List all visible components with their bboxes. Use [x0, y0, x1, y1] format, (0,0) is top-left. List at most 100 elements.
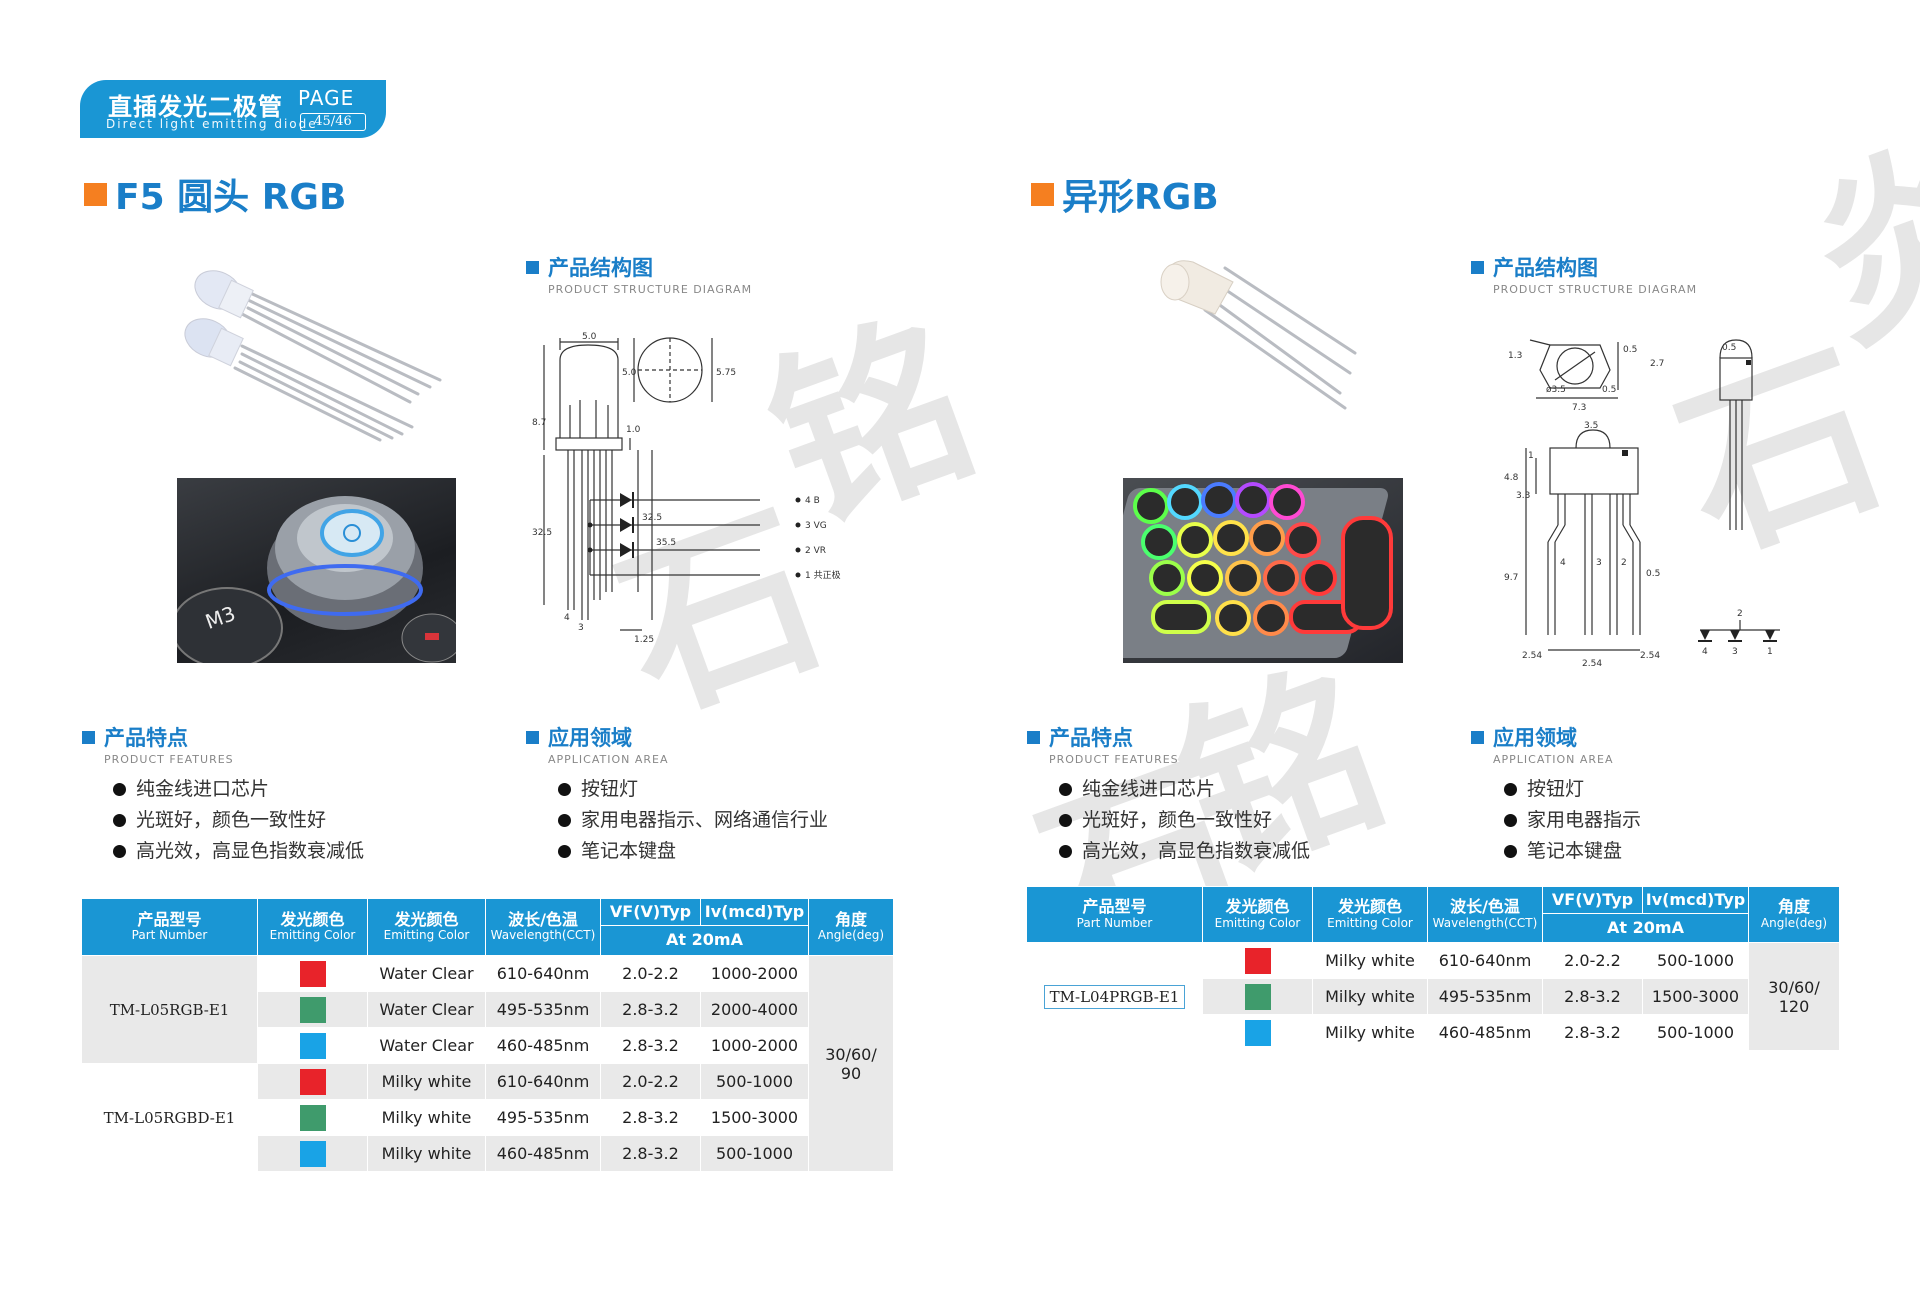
applications-heading-left: 应用领域 APPLICATION AREA — [526, 722, 669, 766]
table-row: Water Clear 460-485nm 2.8-3.2 1000-2000 — [82, 1027, 894, 1064]
pin-label: 3 — [1596, 558, 1602, 568]
dim-label: 1 — [1528, 451, 1534, 461]
bullet-icon — [113, 783, 126, 796]
bullet-icon — [1059, 783, 1072, 796]
dim-label: 1.25 — [634, 635, 654, 645]
page-header-tab: 直插发光二极管 Direct light emitting diode PAGE… — [80, 80, 386, 138]
angle-cell: 30/60/ 90 — [808, 955, 894, 1172]
list-item-text: 按钮灯 — [581, 778, 639, 800]
iv-cell: 500-1000 — [700, 1063, 809, 1100]
lens-cell: Water Clear — [367, 955, 486, 992]
table-row: Milky white 495-535nm 2.8-3.2 1500-3000 — [82, 1099, 894, 1136]
wave-cell: 610-640nm — [1427, 942, 1543, 979]
heading-text: 应用领域 — [1493, 726, 1577, 750]
vf-cell: 2.0-2.2 — [600, 1063, 701, 1100]
features-list-right: 纯金线进口芯片 光斑好，颜色一致性好 高光效，高显色指数衰减低 — [1059, 774, 1310, 867]
dim-label: 3 — [578, 623, 584, 633]
pin-label: 1 — [1767, 647, 1773, 657]
list-item-text: 光斑好，颜色一致性好 — [136, 809, 327, 831]
list-item-text: 按钮灯 — [1527, 778, 1585, 800]
bullet-icon — [558, 814, 571, 827]
col-vf: VF(V)Typ — [1542, 886, 1643, 914]
pin-label: 4 — [1702, 647, 1708, 657]
lens-cell: Milky white — [1312, 978, 1428, 1015]
dim-label: 4.8 — [1504, 473, 1519, 483]
dim-label: 0.5 — [1602, 385, 1616, 395]
pin-label: 4 B — [805, 496, 820, 506]
bullet-icon — [1059, 814, 1072, 827]
dim-label: 4 — [564, 613, 570, 623]
color-swatch — [1244, 983, 1271, 1010]
vf-cell: 2.8-3.2 — [600, 1135, 701, 1172]
dim-label: 5.0 — [622, 368, 637, 378]
heading-en: PRODUCT FEATURES — [104, 753, 234, 766]
bullet-icon — [1059, 845, 1072, 858]
bullet-icon — [558, 783, 571, 796]
pin-label: 2 VR — [805, 546, 826, 556]
table-row: Milky white 495-535nm 2.8-3.2 1500-3000 — [1027, 978, 1840, 1015]
pin-label: 2 — [1621, 558, 1627, 568]
lens-cell: Milky white — [1312, 1014, 1428, 1051]
vf-cell: 2.8-3.2 — [600, 1027, 701, 1064]
header-subtitle: Direct light emitting diode — [106, 117, 318, 131]
header-zh: 波长/色温 — [508, 909, 578, 929]
vf-cell: 2.8-3.2 — [1542, 1014, 1643, 1051]
header-zh: 角度 — [1777, 897, 1810, 917]
lens-cell: Milky white — [1312, 942, 1428, 979]
heading-text: 产品特点 — [1049, 726, 1133, 750]
col-iv: Iv(mcd)Typ — [700, 898, 809, 926]
applications-list-left: 按钮灯 家用电器指示、网络通信行业 笔记本键盘 — [558, 774, 828, 867]
heading-text: 产品结构图 — [1493, 256, 1598, 280]
iv-cell: 1000-2000 — [700, 955, 809, 992]
pin-label: 2 — [1737, 609, 1743, 619]
dim-label: 35.5 — [656, 538, 676, 548]
bullet-icon — [113, 814, 126, 827]
dim-label: 5.75 — [716, 368, 736, 378]
iv-cell: 500-1000 — [700, 1135, 809, 1172]
header-en: Angle(deg) — [1760, 915, 1828, 930]
section-title-text: F5 圆头 RGB — [115, 177, 347, 218]
iv-cell: 1000-2000 — [700, 1027, 809, 1064]
header-en: Wavelength(CCT) — [1432, 915, 1538, 930]
header-en: Wavelength(CCT) — [490, 928, 596, 943]
header-en: Angle(deg) — [817, 928, 885, 943]
led-product-photo — [180, 262, 450, 442]
heading-en: APPLICATION AREA — [548, 753, 669, 766]
list-item: 纯金线进口芯片 — [1059, 774, 1310, 805]
features-heading-left: 产品特点 PRODUCT FEATURES — [82, 722, 234, 766]
dim-label: 2.7 — [1650, 359, 1664, 369]
heading-text: 产品结构图 — [548, 256, 653, 280]
color-swatch — [299, 1068, 326, 1095]
list-item: 光斑好，颜色一致性好 — [1059, 805, 1310, 836]
header-zh: 波长/色温 — [1450, 897, 1520, 917]
dim-label: 32.5 — [642, 513, 662, 523]
part-number: TM-L05RGB-E1 — [81, 955, 258, 1064]
vf-cell: 2.0-2.2 — [600, 955, 701, 992]
list-item-text: 纯金线进口芯片 — [136, 778, 270, 800]
header-en: Part Number — [1076, 915, 1153, 930]
header-en: Emitting Color — [1214, 915, 1301, 930]
dim-label: 1.3 — [1508, 351, 1522, 361]
color-swatch — [299, 996, 326, 1023]
applications-list-right: 按钮灯 家用电器指示 笔记本键盘 — [1504, 774, 1641, 867]
col-vf: VF(V)Typ — [600, 898, 701, 926]
pin-label: 1 共正极 — [805, 569, 841, 581]
wave-cell: 460-485nm — [485, 1135, 601, 1172]
structure-heading-right: 产品结构图 PRODUCT STRUCTURE DIAGRAM — [1471, 252, 1697, 296]
header-zh: 发光颜色 — [280, 909, 345, 929]
list-item: 光斑好，颜色一致性好 — [113, 805, 364, 836]
wave-cell: 610-640nm — [485, 1063, 601, 1100]
header-zh: 产品型号 — [1082, 897, 1147, 917]
pin-label: 3 VG — [805, 521, 827, 531]
list-item-text: 笔记本键盘 — [1527, 840, 1623, 862]
list-item-text: 纯金线进口芯片 — [1082, 778, 1216, 800]
dim-label: 32.5 — [532, 528, 552, 538]
heading-en: PRODUCT STRUCTURE DIAGRAM — [1493, 283, 1698, 296]
header-zh: 产品型号 — [137, 909, 202, 929]
header-en: Part Number — [131, 928, 208, 943]
angle-text: 30/60/ 120 — [1768, 977, 1820, 1016]
